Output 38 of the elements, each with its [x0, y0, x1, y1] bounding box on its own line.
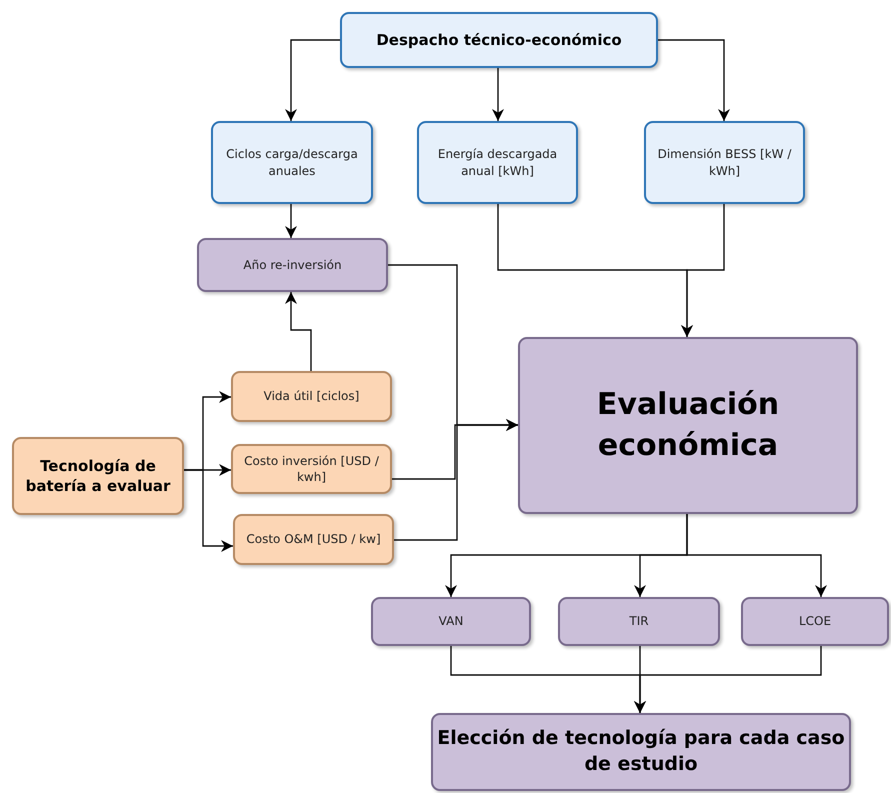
process-box [558, 597, 720, 646]
arrow [285, 204, 297, 238]
box-label: TIR [629, 613, 649, 630]
process-box [371, 597, 531, 646]
box-label: Vida útil [ciclos] [264, 388, 360, 405]
arrow [686, 514, 827, 597]
process-box [211, 121, 373, 204]
arrow [492, 68, 504, 121]
box-label: LCOE [798, 613, 832, 630]
arrow [285, 292, 312, 371]
process-box [431, 713, 851, 791]
arrow [184, 469, 233, 552]
process-box [231, 444, 392, 494]
process-box [197, 238, 388, 292]
process-box [233, 514, 394, 565]
arrow [394, 419, 518, 541]
process-box [340, 12, 658, 68]
box-label: Despacho técnico-económico [376, 30, 622, 50]
box-label: Tecnología de batería a evaluar [24, 456, 172, 496]
process-box [417, 121, 578, 204]
arrow [285, 39, 340, 121]
process-box [644, 121, 805, 204]
arrow [681, 204, 725, 337]
box-label: Evaluación económica [596, 386, 780, 464]
process-box [518, 337, 858, 514]
process-box [12, 437, 184, 515]
box-label: Ciclos carga/descarga anuales [225, 146, 359, 179]
arrow [634, 646, 822, 713]
arrow [658, 39, 730, 121]
box-label: Elección de tecnología para cada caso de estudio [437, 726, 845, 777]
box-label: Costo inversión [USD / kwh] [243, 452, 380, 486]
box-label: Año re-inversión [243, 256, 342, 274]
process-box [231, 371, 392, 422]
box-label: VAN [438, 613, 464, 630]
box-label: Energía descargada anual [kWh] [436, 146, 558, 179]
process-box [741, 597, 889, 646]
box-label: Dimensión BESS [kW / kWh] [656, 146, 792, 179]
box-label: Costo O&M [USD / kw] [246, 531, 381, 548]
